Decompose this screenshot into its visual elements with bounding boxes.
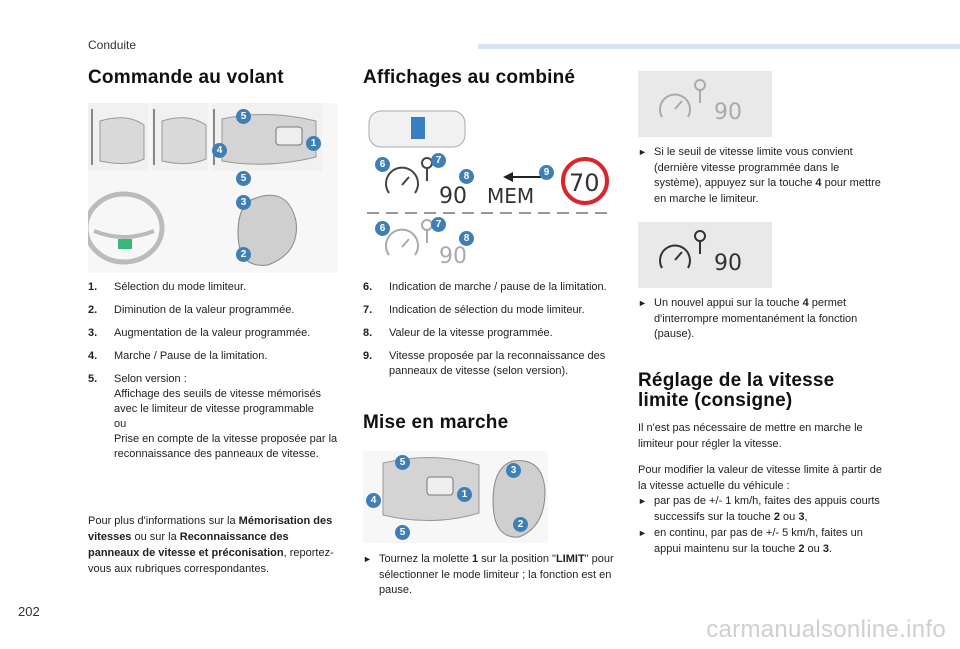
list-item: 5.Selon version : Affichage des seuils d… [88,373,338,460]
list-item: 7.Indication de sélection du mode limite… [363,304,585,316]
bullet-arrow-icon: ► [363,554,372,564]
paragraph-1: Il n'est pas nécessaire de mettre en mar… [638,422,863,450]
list-item: 2.Diminution de la valeur programmée. [88,304,295,316]
stalk-figure: 5 4 5 1 3 2 [363,451,548,543]
callout-2: 2 [236,247,251,262]
callout-1: 1 [306,136,321,151]
display-illustration-2: 90 [659,230,742,276]
callout-7: 7 [431,153,446,168]
stalk-illustration [382,457,546,538]
bullet-arrow-icon: ► [638,528,647,538]
list-item: 8.Valeur de la vitesse programmée. [363,327,553,339]
steering-controls-illustration [83,103,322,266]
paragraph-2: Pour modifier la valeur de vitesse limit… [638,464,882,492]
display-figure-2: 90 [638,222,772,288]
callout-5: 5 [395,455,410,470]
callout-3: 3 [506,463,521,478]
legend-list-1: 1.Sélection du mode limiteur. 2.Diminuti… [88,280,338,470]
title-commande-volant: Commande au volant [88,67,284,88]
callout-7: 7 [431,217,446,232]
sub-bullet-2: ► en continu, par pas de +/- 5 km/h, fai… [638,526,888,557]
list-item: 3.Augmentation de la valeur programmée. [88,327,311,339]
callout-6: 6 [375,221,390,236]
title-mise-en-marche: Mise en marche [363,412,509,433]
svg-text:70: 70 [569,169,600,197]
callout-4: 4 [366,493,381,508]
callout-5: 5 [236,171,251,186]
list-item: 1.Sélection du mode limiteur. [88,281,247,293]
callout-4: 4 [212,143,227,158]
callout-5: 5 [236,109,251,124]
title-affichages-combine: Affichages au combiné [363,67,576,88]
cluster-display-figure: 90 MEM 70 90 6 7 8 9 6 7 8 [363,107,613,272]
callout-5: 5 [395,525,410,540]
svg-text:90: 90 [714,251,742,276]
list-item: 9.Vitesse proposée par la reconnaissance… [363,350,606,377]
list-item: 4.Marche / Pause de la limitation. [88,350,268,362]
watermark: carmanualsonline.info [706,616,946,643]
display-speed-value: 90 [439,184,467,209]
callout-1: 1 [457,487,472,502]
bullet-arrow-icon: ► [638,147,647,157]
display-figure-1: 90 [638,71,772,137]
title-reglage-vitesse: Réglage de la vitesse limite (consigne) [638,370,835,411]
callout-9: 9 [539,165,554,180]
sub-bullet-1: ► par pas de +/- 1 km/h, faites des appu… [638,494,888,525]
instruction-bullet-1: ► Si le seuil de vitesse limite vous con… [638,145,883,207]
callout-6: 6 [375,157,390,172]
cluster-display-illustration: 90 MEM 70 90 [367,110,611,269]
section-title: Conduite [88,38,137,52]
header-bar [478,44,960,49]
callout-3: 3 [236,195,251,210]
page-number: 202 [18,604,40,619]
svg-text:90: 90 [439,244,467,269]
svg-text:MEM: MEM [487,184,534,208]
instruction-bullet: ► Tournez la molette 1 sur la position "… [363,552,615,599]
instruction-bullet-2: ► Un nouvel appui sur la touche 4 permet… [638,296,883,343]
bullet-arrow-icon: ► [638,496,647,506]
steering-controls-figure: 5 4 5 1 3 2 [83,103,338,273]
svg-text:90: 90 [714,100,742,125]
callout-2: 2 [513,517,528,532]
display-illustration-1: 90 [659,79,742,125]
legend-list-2: 6.Indication de marche / pause de la lim… [363,280,613,387]
callout-8: 8 [459,231,474,246]
bullet-arrow-icon: ► [638,298,647,308]
callout-8: 8 [459,169,474,184]
list-item: 6.Indication de marche / pause de la lim… [363,281,607,293]
reference-paragraph: Pour plus d'informations sur la Mémorisa… [88,515,334,575]
